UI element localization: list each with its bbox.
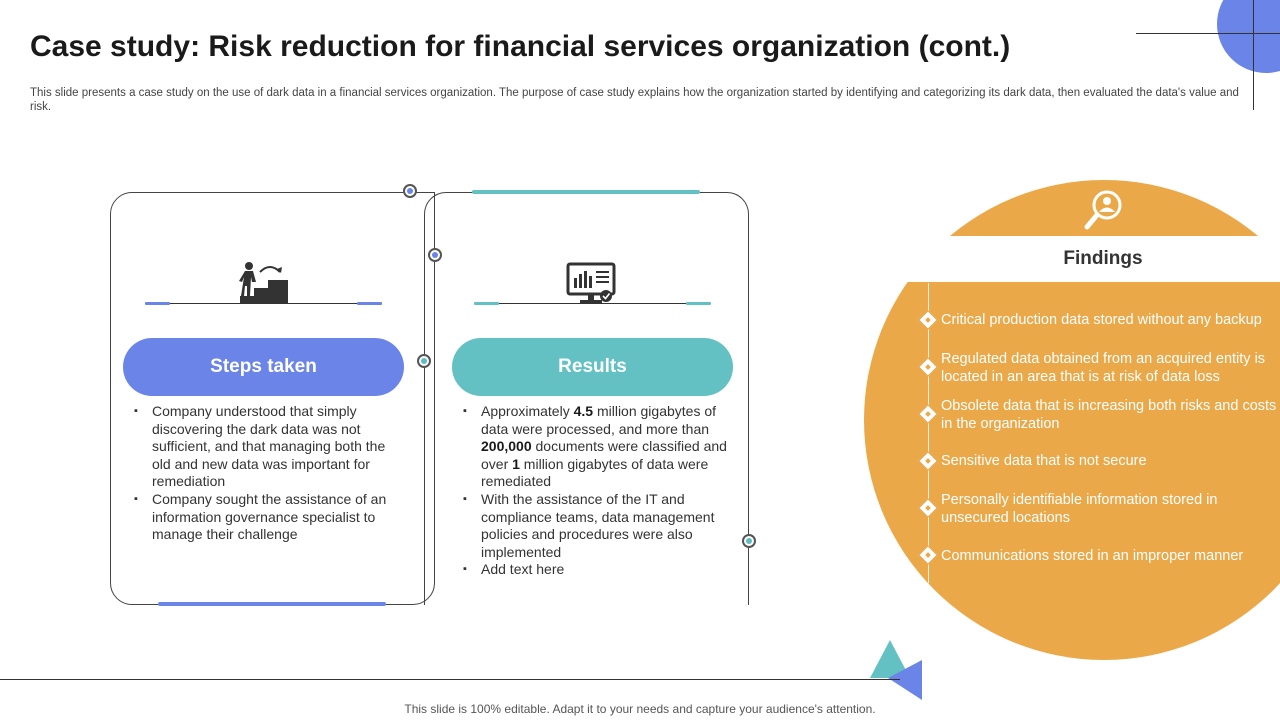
slide-subtitle: This slide presents a case study on the …	[30, 87, 1239, 113]
divider-accent	[145, 302, 170, 305]
finding-item: Critical production data stored without …	[941, 312, 1262, 328]
finding-item: Obsolete data that is increasing both ri…	[941, 398, 1277, 432]
stairs-climb-icon	[239, 262, 288, 304]
results-bullet-list: Approximately 4.5 million gigabytes of d…	[461, 403, 729, 579]
finding-item: Sensitive data that is not secure	[941, 453, 1147, 469]
results-heading: Results	[452, 338, 733, 396]
footer-text: This slide is 100% editable. Adapt it to…	[404, 702, 876, 716]
slide-title: Case study: Risk reduction for financial…	[30, 30, 1011, 63]
findings-title-band	[864, 236, 1280, 282]
decorative-triangles	[870, 640, 922, 700]
divider-line	[145, 303, 382, 304]
divider-accent	[686, 302, 711, 305]
list-item: Approximately 4.5 million gigabytes of d…	[461, 403, 729, 491]
list-item: Add text here	[461, 561, 729, 579]
finding-item: Regulated data obtained from an acquired…	[941, 351, 1266, 385]
divider-accent	[357, 302, 382, 305]
list-item: With the assistance of the IT and compli…	[461, 491, 729, 561]
magnifier-person-icon	[1084, 190, 1122, 230]
findings-heading: Findings	[1063, 248, 1143, 269]
findings-timeline-line	[928, 283, 929, 583]
steps-bullet-list: Company understood that simply discoveri…	[132, 403, 394, 544]
footer-line	[0, 679, 900, 680]
divider-accent	[474, 302, 499, 305]
connector-dot	[428, 248, 442, 262]
decorative-line	[1136, 33, 1280, 34]
divider-line	[474, 303, 711, 304]
connector-dot	[403, 184, 417, 198]
finding-item: Personally identifiable information stor…	[941, 492, 1218, 526]
finding-item: Communications stored in an improper man…	[941, 548, 1244, 564]
connector-dot	[417, 354, 431, 368]
connector-dot	[742, 534, 756, 548]
results-card-accent-bar	[472, 190, 700, 194]
monitor-chart-icon	[566, 262, 616, 303]
list-item: Company understood that simply discoveri…	[132, 403, 394, 491]
steps-card-accent-bar	[158, 602, 386, 606]
steps-taken-heading: Steps taken	[123, 338, 404, 396]
list-item: Company sought the assistance of an info…	[132, 491, 394, 544]
decorative-circle	[1217, 0, 1280, 73]
decorative-line	[1253, 0, 1254, 110]
